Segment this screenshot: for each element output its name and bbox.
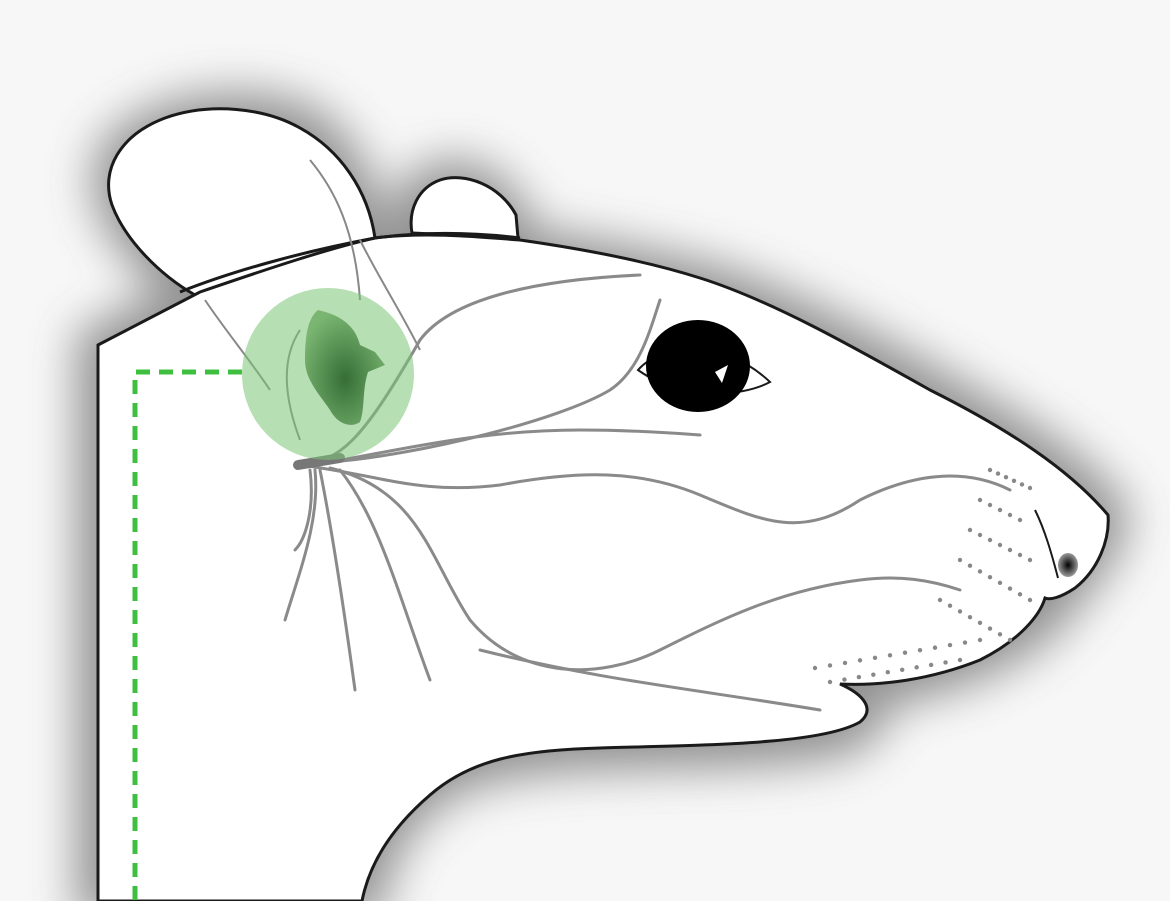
whisker-dot: [938, 598, 942, 602]
whisker-dot: [842, 677, 846, 681]
whisker-dot: [857, 675, 861, 679]
head-outline: [98, 235, 1108, 901]
whisker-dot: [918, 648, 922, 652]
whisker-dot: [998, 632, 1002, 636]
whisker-dot: [988, 468, 992, 472]
whisker-dot: [963, 640, 967, 644]
whisker-dot: [968, 528, 972, 532]
whisker-dot: [968, 615, 972, 619]
whisker-dot: [958, 558, 962, 562]
whisker-dot: [858, 658, 862, 662]
whisker-dot: [998, 581, 1002, 585]
whisker-dot: [958, 609, 962, 613]
whisker-dot: [843, 661, 847, 665]
whisker-dot: [996, 471, 1000, 475]
whisker-dot: [813, 666, 817, 670]
whisker-dot: [978, 638, 982, 642]
whisker-dot: [978, 569, 982, 573]
whisker-dot: [1008, 548, 1012, 552]
whisker-dot: [871, 672, 875, 676]
whisker-dot: [1028, 598, 1032, 602]
whisker-dot: [1004, 475, 1008, 479]
whisker-dot: [1018, 518, 1022, 522]
whisker-dot: [1012, 479, 1016, 483]
whisker-dot: [933, 645, 937, 649]
whisker-dot: [828, 663, 832, 667]
whisker-dot: [998, 508, 1002, 512]
whisker-dot: [988, 626, 992, 630]
whisker-dot: [828, 680, 832, 684]
whisker-dot: [978, 498, 982, 502]
whisker-dot: [1028, 558, 1032, 562]
whisker-dot: [1018, 553, 1022, 557]
whisker-dot: [958, 658, 962, 662]
whisker-dot: [988, 575, 992, 579]
whisker-dot: [948, 643, 952, 647]
whisker-dot: [1008, 638, 1012, 642]
whisker-dot: [968, 564, 972, 568]
whisker-dot: [1008, 513, 1012, 517]
whisker-dot: [948, 604, 952, 608]
whisker-dot: [978, 533, 982, 537]
whisker-dot: [988, 503, 992, 507]
whisker-dot: [1020, 482, 1024, 486]
whisker-dot: [998, 543, 1002, 547]
whisker-dot: [978, 621, 982, 625]
whisker-dot: [888, 653, 892, 657]
whisker-dot: [900, 668, 904, 672]
whisker-dot: [873, 656, 877, 660]
whisker-dot: [929, 663, 933, 667]
whisker-dot: [914, 665, 918, 669]
whisker-dot: [1018, 592, 1022, 596]
whisker-dot: [943, 660, 947, 664]
whisker-dot: [1028, 486, 1032, 490]
whisker-dot: [988, 538, 992, 542]
whisker-dot: [1008, 586, 1012, 590]
whisker-dot: [886, 670, 890, 674]
whisker-dot: [903, 651, 907, 655]
